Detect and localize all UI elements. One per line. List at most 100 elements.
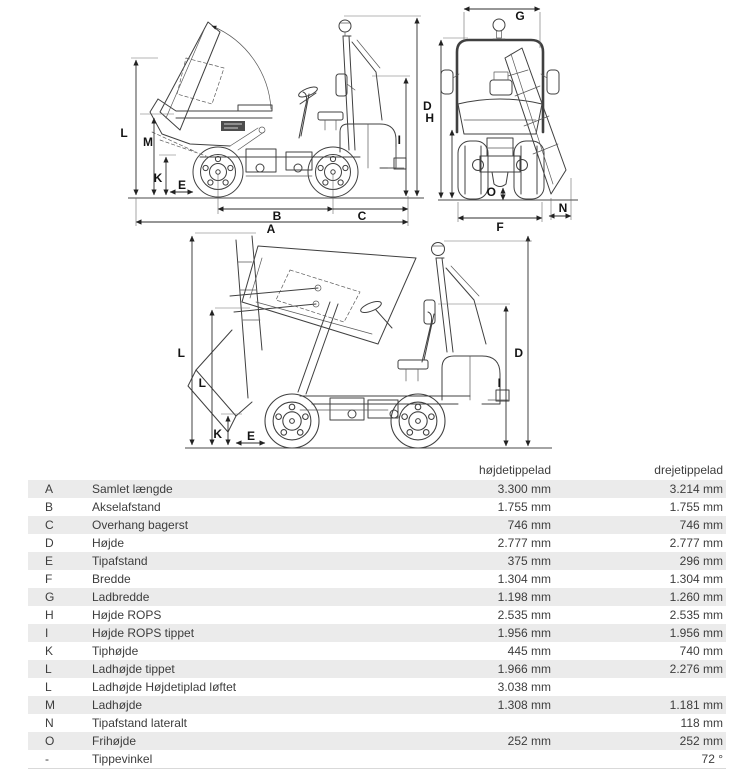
spec-letter: I <box>45 626 49 640</box>
dimension-label-D: D <box>514 346 523 360</box>
dimension-label-I: I <box>398 133 401 147</box>
spec-letter: G <box>45 590 55 604</box>
spec-letter: O <box>45 734 55 748</box>
dimension-label-L-outer: L <box>178 346 185 360</box>
spec-letter: M <box>45 698 55 712</box>
spec-name: Akselafstand <box>92 500 161 514</box>
header-hoejdetippelad: højdetippelad <box>478 463 551 477</box>
spec-letter: F <box>45 572 53 586</box>
spec-value-2 <box>554 678 726 696</box>
spec-name: Tiphøjde <box>92 644 139 658</box>
spec-value-1: 445 mm <box>507 644 551 658</box>
spec-value-1: 1.304 mm <box>497 572 551 586</box>
spec-name: Ladhøjde <box>92 698 143 712</box>
header-drejetippelad: drejetippelad <box>654 463 723 477</box>
spec-value-1: 1.198 mm <box>497 590 551 604</box>
table-row: - Tippevinkel 72 ° <box>28 750 726 768</box>
spec-value-1 <box>364 750 554 768</box>
dimension-table-header: højdetippelad drejetippelad <box>28 456 726 480</box>
spec-name: Tipafstand <box>92 554 148 568</box>
dimension-label-I: I <box>498 376 501 390</box>
spec-name: Højde ROPS <box>92 608 162 622</box>
spec-value-2: 2.535 mm <box>669 608 723 622</box>
spec-name: Tipafstand lateralt <box>92 716 187 730</box>
dimension-table: højdetippelad drejetippelad A Samlet læng… <box>28 456 726 769</box>
front-view-swivel-tip: G H O N F <box>425 6 578 234</box>
spec-letter: H <box>45 608 54 622</box>
spec-value-2: 1.755 mm <box>669 500 723 514</box>
dimension-label-L: L <box>120 126 127 140</box>
spec-value-1: 3.300 mm <box>497 482 551 496</box>
spec-letter: L <box>45 662 52 676</box>
dimension-label-O: O <box>487 185 496 199</box>
side-view-hightip-raised: L L K E D I <box>178 232 552 449</box>
spec-name: Bredde <box>92 572 131 586</box>
spec-value-2: 740 mm <box>679 644 723 658</box>
dimension-label-E: E <box>247 429 255 443</box>
spec-value-1: 252 mm <box>507 734 551 748</box>
spec-value-1 <box>364 714 554 732</box>
spec-letter: K <box>45 644 54 658</box>
dimension-label-H: H <box>425 111 434 125</box>
spec-value-1: 375 mm <box>507 554 551 568</box>
spec-value-2: 2.276 mm <box>669 662 723 676</box>
spec-name: Overhang bagerst <box>92 518 189 532</box>
spec-letter: - <box>45 752 49 766</box>
spec-value-2: 72 ° <box>701 752 723 766</box>
table-row: M Ladhøjde 1.308 mm 1.181 mm <box>28 696 726 714</box>
dimension-label-M: M <box>143 135 153 149</box>
spec-value-1: 1.308 mm <box>497 698 551 712</box>
dimension-label-K: K <box>154 171 163 185</box>
spec-value-1: 2.777 mm <box>497 536 551 550</box>
dimension-label-A: A <box>267 222 276 236</box>
spec-letter: A <box>45 482 54 496</box>
spec-value-2: 1.956 mm <box>669 626 723 640</box>
spec-name: Samlet længde <box>92 482 173 496</box>
spec-value-2: 1.260 mm <box>669 590 723 604</box>
technical-drawings: L M K E B C A D I <box>120 6 578 449</box>
spec-name: Ladbredde <box>92 590 150 604</box>
table-row: L Ladhøjde tippet 1.966 mm 2.276 mm <box>28 660 726 678</box>
dimension-label-C: C <box>358 209 367 223</box>
spec-letter: D <box>45 536 54 550</box>
spec-name: Ladhøjde Højdetiplad løftet <box>92 680 237 694</box>
table-row: G Ladbredde 1.198 mm 1.260 mm <box>28 588 726 606</box>
dimension-label-B: B <box>273 209 282 223</box>
spec-name: Tippevinkel <box>92 752 153 766</box>
table-row: K Tiphøjde 445 mm 740 mm <box>28 642 726 660</box>
dimension-table-rows: A Samlet længde 3.300 mm 3.214 mm B Akselafs… <box>28 480 726 769</box>
spec-name: Frihøjde <box>92 734 137 748</box>
spec-value-1: 1.966 mm <box>497 662 551 676</box>
table-row: F Bredde 1.304 mm 1.304 mm <box>28 570 726 588</box>
dimension-label-L-inner: L <box>199 376 206 390</box>
spec-value-2: 1.304 mm <box>669 572 723 586</box>
spec-name: Ladhøjde tippet <box>92 662 175 676</box>
spec-value-2: 296 mm <box>679 554 723 568</box>
table-row: N Tipafstand lateralt 118 mm <box>28 714 726 732</box>
spec-value-2: 118 mm <box>680 716 723 730</box>
spec-letter: N <box>45 716 54 730</box>
spec-letter: E <box>45 554 54 568</box>
dimension-label-E: E <box>178 178 186 192</box>
dimension-label-K: K <box>213 427 222 441</box>
spec-value-2: 252 mm <box>679 734 723 748</box>
table-row: H Højde ROPS 2.535 mm 2.535 mm <box>28 606 726 624</box>
table-row: E Tipafstand 375 mm 296 mm <box>28 552 726 570</box>
spec-name: Højde ROPS tippet <box>92 626 195 640</box>
dimension-label-F: F <box>496 220 503 234</box>
side-view-skip-tipped: L M K E B C A D I <box>120 15 432 236</box>
spec-value-2: 3.214 mm <box>669 482 723 496</box>
spec-letter: L <box>45 680 52 694</box>
spec-letter: B <box>45 500 54 514</box>
dimension-label-D: D <box>423 99 432 113</box>
spec-value-1: 2.535 mm <box>497 608 551 622</box>
dimension-label-G: G <box>515 9 524 23</box>
spec-value-2: 1.181 mm <box>669 698 723 712</box>
dimension-label-N: N <box>559 201 568 215</box>
table-row: O Frihøjde 252 mm 252 mm <box>28 732 726 750</box>
spec-letter: C <box>45 518 54 532</box>
